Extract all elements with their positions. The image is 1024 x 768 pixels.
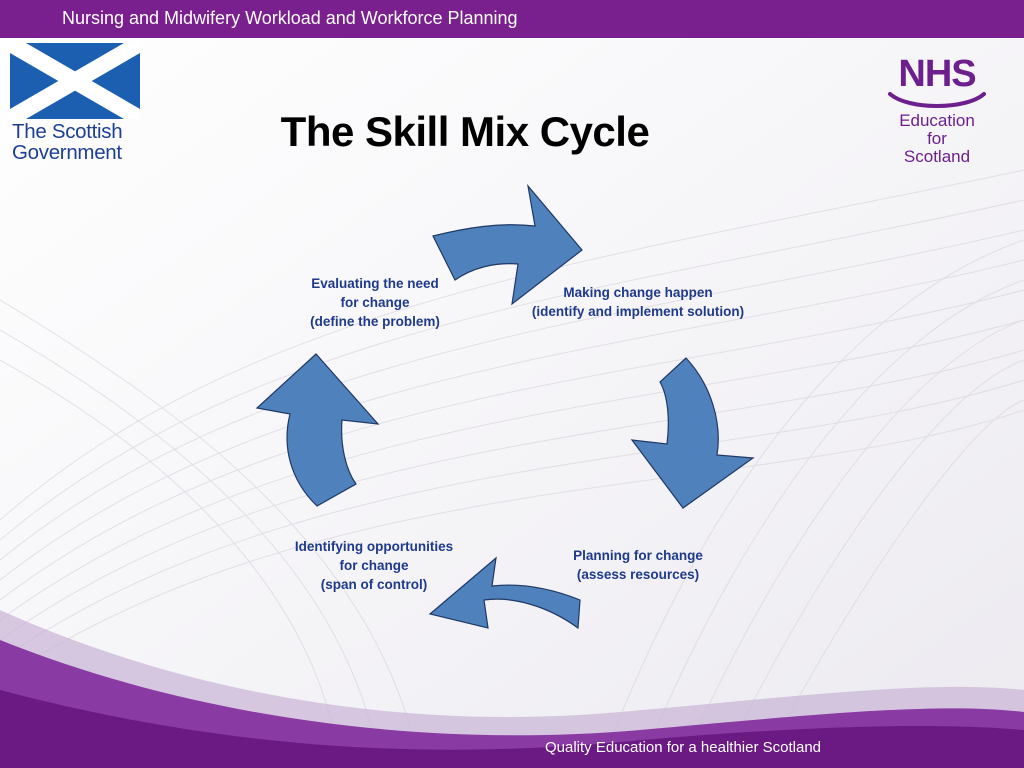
stage-planning-line-2: (assess resources): [576, 567, 700, 582]
stage-evaluating-line-3: (define the problem): [310, 314, 440, 329]
top-banner: Nursing and Midwifery Workload and Workf…: [0, 0, 1024, 38]
stage-evaluating: Evaluating the need for change (define t…: [290, 274, 460, 331]
nhs-smile-icon: [888, 92, 986, 108]
gov-line-2: Government: [12, 141, 122, 164]
stage-identifying-line-1: Identifying opportunities: [294, 539, 454, 554]
stage-evaluating-line-1: Evaluating the need: [311, 276, 439, 291]
stage-identifying-line-3: (span of control): [320, 577, 428, 592]
nhs-subtitle: Education for Scotland: [882, 112, 992, 166]
footer-tagline: Quality Education for a healthier Scotla…: [545, 739, 821, 756]
stage-planning-line-1: Planning for change: [573, 548, 703, 563]
cycle-arrow-bottom: [428, 556, 581, 630]
nhs-line-3: Scotland: [903, 147, 971, 166]
cycle-arrow-right: [630, 357, 755, 509]
banner-title: Nursing and Midwifery Workload and Workf…: [62, 8, 518, 28]
stage-planning: Planning for change (assess resources): [552, 546, 724, 584]
scottish-government-wordmark: The Scottish Government: [12, 120, 123, 164]
nhs-education-scotland-logo: NHS Education for Scotland: [882, 53, 992, 176]
cycle-arrow-left: [255, 353, 380, 507]
nhs-line-2: for: [927, 129, 947, 148]
stage-identifying-line-2: for change: [339, 558, 409, 573]
stage-making-line-2: (identify and implement solution): [531, 304, 745, 319]
saltire-flag-icon: [10, 43, 140, 119]
nhs-line-1: Education: [899, 111, 975, 130]
stage-evaluating-line-2: for change: [340, 295, 410, 310]
scottish-government-logo: The Scottish Government: [10, 43, 140, 163]
stage-making-change: Making change happen (identify and imple…: [510, 283, 766, 321]
stage-making-line-1: Making change happen: [563, 285, 713, 300]
nhs-mark: NHS: [898, 53, 976, 95]
stage-identifying: Identifying opportunities for change (sp…: [276, 537, 472, 594]
gov-line-1: The Scottish: [12, 120, 123, 143]
cycle-arrow-top: [432, 183, 583, 306]
slide-title: The Skill Mix Cycle: [280, 108, 650, 155]
